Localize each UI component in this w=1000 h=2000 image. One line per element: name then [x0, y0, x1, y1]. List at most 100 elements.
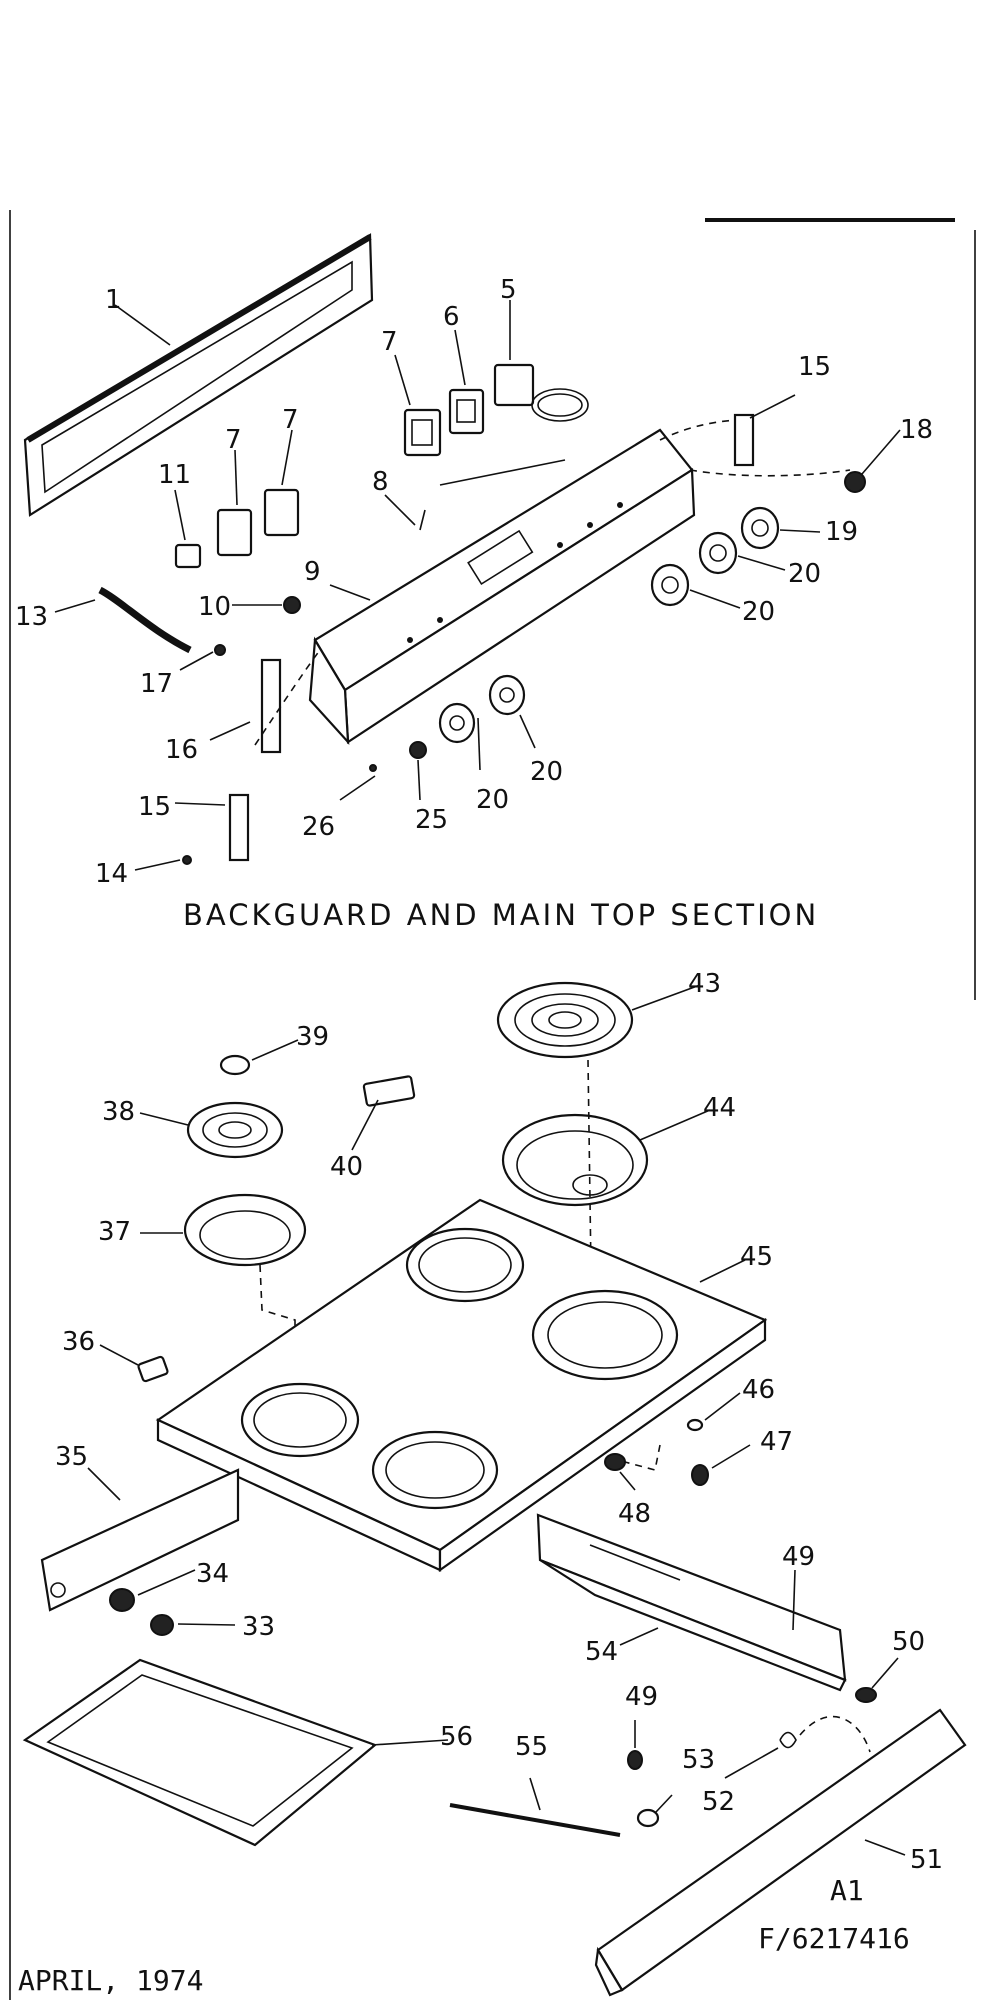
svg-text:46: 46 [742, 1375, 775, 1405]
part-1-backguard-panel [23, 233, 374, 517]
svg-text:17: 17 [140, 669, 173, 699]
svg-text:18: 18 [900, 415, 933, 445]
part-20-knob-d [438, 702, 476, 744]
svg-text:49: 49 [625, 1682, 658, 1712]
svg-text:7: 7 [225, 425, 242, 455]
part-6-switch [448, 388, 485, 435]
svg-text:50: 50 [892, 1627, 925, 1657]
part-36-clip [137, 1355, 169, 1383]
part-50-clip [855, 1687, 877, 1703]
leader-lines-main-top [87, 984, 906, 1856]
diagram-code: A1 [830, 1874, 864, 1907]
svg-text:26: 26 [302, 812, 335, 842]
part-52-spring [779, 1731, 797, 1749]
svg-text:15: 15 [798, 352, 831, 382]
svg-text:19: 19 [825, 517, 858, 547]
svg-text:38: 38 [102, 1097, 135, 1127]
part-49-54-rear-rail [536, 1513, 847, 1692]
leader-lines-backguard [54, 300, 901, 871]
part-15-bracket-top [733, 413, 755, 467]
part-5-thermostat [439, 363, 589, 486]
svg-text:16: 16 [165, 735, 198, 765]
part-33-nut [150, 1614, 174, 1636]
svg-text:25: 25 [415, 805, 448, 835]
section-title: BACKGUARD AND MAIN TOP SECTION [183, 898, 819, 932]
svg-text:47: 47 [760, 1427, 793, 1457]
leader-dash-18 [689, 469, 851, 477]
svg-text:54: 54 [585, 1637, 618, 1667]
part-47-screw [691, 1464, 709, 1486]
part-51-trim-strip [594, 1708, 967, 1997]
part-9-control-panel [308, 428, 696, 746]
svg-text:11: 11 [158, 460, 191, 490]
part-20-knob-c [488, 674, 526, 716]
svg-text:39: 39 [296, 1022, 329, 1052]
part-49-screw [627, 1750, 643, 1770]
svg-text:44: 44 [703, 1093, 736, 1123]
svg-text:20: 20 [742, 597, 775, 627]
part-18-fastener [844, 471, 866, 493]
leader-dash-16 [254, 649, 321, 746]
leader-dash-48 [624, 1444, 661, 1471]
part-14-screw [182, 855, 192, 865]
part-55-rod [449, 1803, 621, 1837]
svg-text:1: 1 [105, 285, 122, 315]
part-39-cap [219, 1054, 251, 1076]
callouts-backguard: 1 5 6 7 7 7 8 9 10 11 13 14 15 15 16 17 … [15, 275, 933, 889]
part-7-switch-b [216, 508, 253, 557]
part-25-spring [409, 741, 427, 759]
svg-text:49: 49 [782, 1542, 815, 1572]
leader-dash-15-top [659, 419, 741, 441]
svg-text:20: 20 [476, 785, 509, 815]
part-20-knob-b [650, 563, 690, 607]
svg-text:37: 37 [98, 1217, 131, 1247]
leader-dash-52 [799, 1715, 871, 1753]
part-20-knob-a [698, 531, 738, 575]
svg-text:36: 36 [62, 1327, 95, 1357]
part-13-harness [98, 586, 192, 654]
part-8-screw [419, 509, 426, 531]
svg-text:6: 6 [443, 302, 460, 332]
part-46-washer [686, 1418, 704, 1432]
part-56-cover [22, 1658, 378, 1847]
part-37-drip-pan-small [183, 1193, 307, 1267]
svg-text:15: 15 [138, 792, 171, 822]
part-40-terminal-block [362, 1075, 416, 1107]
part-10-nut [283, 596, 301, 614]
svg-text:48: 48 [618, 1499, 651, 1529]
callouts-main-top: 43 44 39 38 37 40 45 36 35 46 47 48 34 3… [55, 969, 943, 1875]
date-label: APRIL, 1974 [18, 1964, 203, 1997]
svg-text:13: 13 [15, 602, 48, 632]
svg-text:40: 40 [330, 1152, 363, 1182]
part-26-clip [369, 764, 377, 772]
part-16-bracket [260, 658, 282, 754]
part-19-knob [740, 506, 780, 550]
svg-text:33: 33 [242, 1612, 275, 1642]
svg-text:20: 20 [788, 559, 821, 589]
svg-text:34: 34 [196, 1559, 229, 1589]
svg-text:9: 9 [304, 557, 321, 587]
svg-text:7: 7 [381, 327, 398, 357]
part-53-washer [636, 1808, 660, 1828]
part-43-surface-unit-large [496, 981, 634, 1059]
part-11-indicator-light [174, 543, 202, 569]
part-34-bushing [109, 1588, 135, 1612]
svg-text:14: 14 [95, 859, 128, 889]
svg-text:52: 52 [702, 1787, 735, 1817]
part-15-bracket-bottom [228, 793, 250, 862]
part-17-screw [214, 644, 226, 656]
svg-text:7: 7 [282, 405, 299, 435]
part-38-surface-unit-small [186, 1101, 284, 1159]
svg-text:35: 35 [55, 1442, 88, 1472]
svg-text:55: 55 [515, 1732, 548, 1762]
part-48-nut [604, 1453, 626, 1471]
svg-text:20: 20 [530, 757, 563, 787]
part-7-switch-c [263, 488, 300, 537]
svg-text:5: 5 [500, 275, 517, 305]
part-35-front-rail [40, 1468, 240, 1612]
svg-text:10: 10 [198, 592, 231, 622]
part-7-switch-a [403, 408, 442, 457]
svg-text:45: 45 [740, 1242, 773, 1272]
part-45-main-top [155, 1198, 768, 1573]
